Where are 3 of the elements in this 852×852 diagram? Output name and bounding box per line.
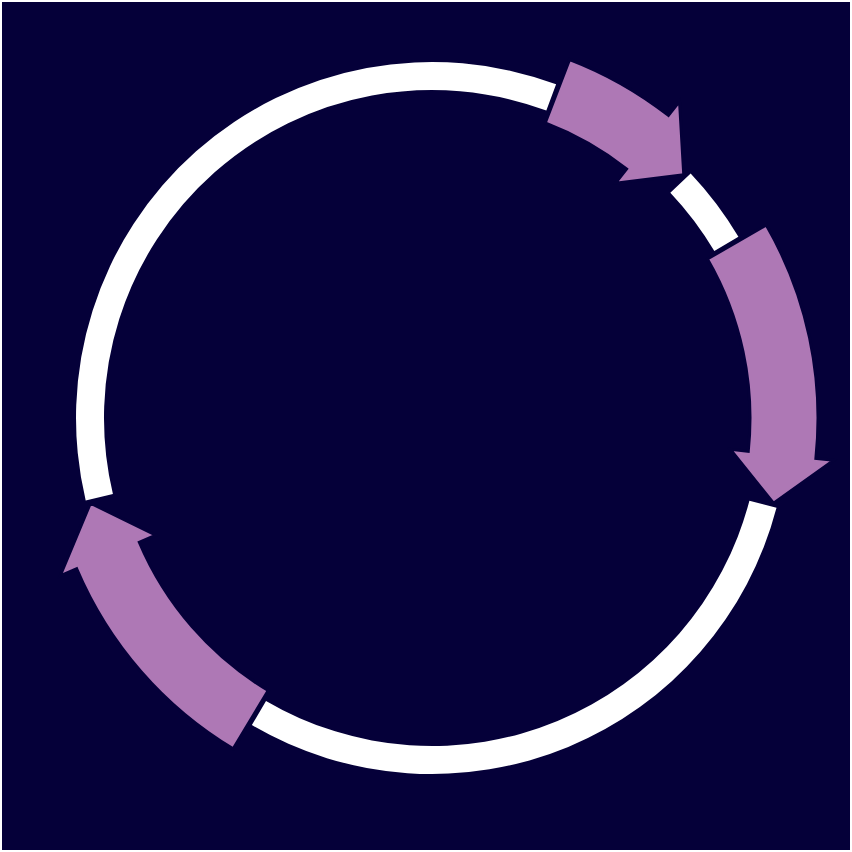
- curved-arrow: [58, 501, 270, 751]
- ring: [76, 62, 777, 774]
- curved-arrow: [705, 223, 836, 505]
